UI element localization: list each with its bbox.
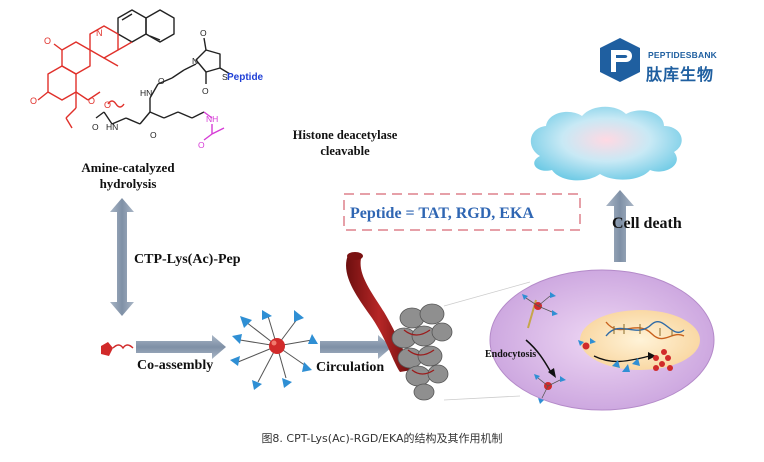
camptothecin-core xyxy=(37,25,133,129)
prodrug-molecule xyxy=(101,342,134,356)
cell-death-cloud xyxy=(530,106,682,181)
coassembly-arrow xyxy=(136,335,226,359)
svg-text:O: O xyxy=(88,96,95,106)
dna-helix xyxy=(605,321,685,340)
nucleus-particle xyxy=(578,338,596,350)
camptothecin-atoms: N O O O O xyxy=(30,28,111,110)
svg-text:O: O xyxy=(198,140,205,150)
svg-text:HN: HN xyxy=(140,88,152,98)
logo-text-cn: 肽库生物 xyxy=(646,65,715,84)
blue-fragments xyxy=(612,358,640,372)
logo-text-en: PEPTIDESBANK xyxy=(648,50,717,60)
peptide-dashed-box xyxy=(343,193,581,231)
circulation-label: Circulation xyxy=(316,360,385,375)
quinoline-rings xyxy=(117,9,175,43)
membrane-particle xyxy=(522,292,558,329)
hydrolysis-double-arrow xyxy=(110,198,134,316)
wavy-bond xyxy=(107,100,125,108)
amine-catalyzed-label: Amine-catalyzed hydrolysis xyxy=(81,160,175,191)
svg-text:O: O xyxy=(104,100,111,110)
figure-caption: 图8. CPT-Lys(Ac)-RGD/EKA的结构及其作用机制 xyxy=(261,432,503,445)
nanoparticle-blue-tips xyxy=(230,310,318,390)
released-drug-dots xyxy=(653,349,673,371)
svg-text:N: N xyxy=(96,28,103,38)
peptidesbank-logo-icon xyxy=(600,38,640,82)
svg-text:O: O xyxy=(30,96,37,106)
chem-peptide-label: Peptide xyxy=(227,72,264,83)
svg-text:S: S xyxy=(222,72,228,82)
svg-text:O: O xyxy=(92,122,99,132)
chemical-structure: N O O O O O HN HN O xyxy=(30,9,231,150)
tumor-tissue xyxy=(391,303,453,401)
acetyl-group xyxy=(203,111,225,141)
internalized-particle xyxy=(534,374,566,404)
release-arrow xyxy=(593,355,651,363)
svg-text:O: O xyxy=(44,36,51,46)
histone-deacetylase-label: Histone deacetylase cleavable xyxy=(292,128,398,158)
endocytosis-label: Endocytosis xyxy=(485,349,537,360)
projection-lines xyxy=(443,281,531,401)
svg-text:NH: NH xyxy=(206,114,218,124)
nanoparticle-core xyxy=(269,338,285,354)
svg-text:N: N xyxy=(192,56,198,66)
peptide-types-label: Peptide = TAT, RGD, EKA xyxy=(350,205,534,222)
svg-text:O: O xyxy=(200,28,207,38)
nanoparticle xyxy=(230,310,318,390)
linker-atoms: O HN HN O O xyxy=(92,76,165,140)
cell xyxy=(489,269,715,411)
ctp-lys-pep-label: CTP-Lys(Ac)-Pep xyxy=(134,252,241,267)
lysine-linker xyxy=(95,63,205,125)
cell-nucleus xyxy=(580,310,700,370)
coassembly-label: Co-assembly xyxy=(137,358,214,373)
svg-text:O: O xyxy=(150,130,157,140)
svg-text:O: O xyxy=(202,86,209,96)
cell-death-label: Cell death xyxy=(612,215,682,232)
maleimide-ring xyxy=(195,37,231,84)
svg-text:O: O xyxy=(158,76,165,86)
cell-death-arrow xyxy=(606,190,634,262)
svg-text:HN: HN xyxy=(106,122,118,132)
circulation-arrow xyxy=(320,335,392,359)
